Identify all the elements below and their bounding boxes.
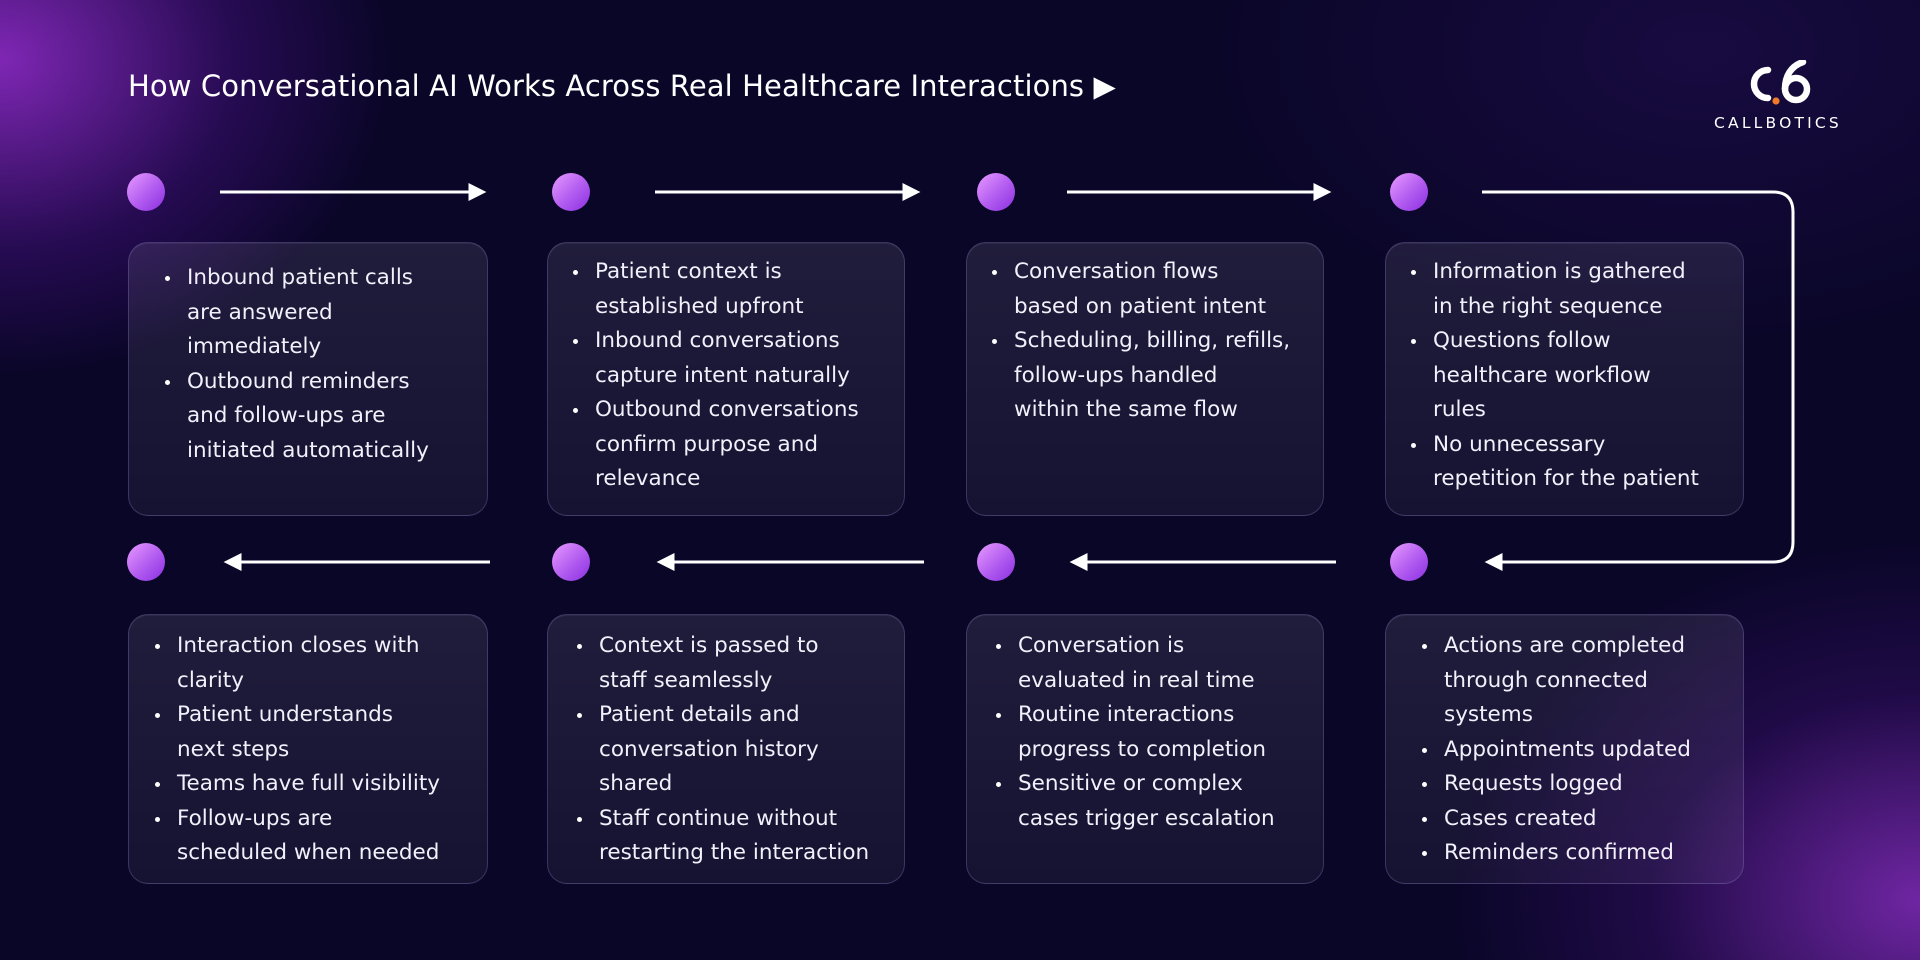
- bullet: Questions follow: [1407, 324, 1743, 359]
- bullet: Follow-ups are: [151, 802, 487, 837]
- step-4-card: Information is gathered in the right seq…: [1385, 242, 1744, 516]
- bullet-continued: cases trigger escalation: [1018, 805, 1275, 831]
- bullet: Outbound conversations: [569, 393, 904, 428]
- bullet: Teams have full visibility: [151, 767, 487, 802]
- bullet-continued: restarting the interaction: [599, 840, 870, 865]
- bullet-continued: confirm purpose and: [595, 431, 819, 457]
- bullet: Requests logged: [1418, 767, 1743, 802]
- bullet: Conversation is: [992, 629, 1323, 664]
- logo-accent-dot: [1772, 97, 1780, 105]
- bullet: Actions are completed: [1418, 629, 1743, 664]
- bullet-continued: follow-ups handled: [1014, 362, 1218, 388]
- bullet: Reminders confirmed: [1418, 836, 1743, 871]
- logo-wordmark: CALLBOTICS: [1714, 114, 1842, 132]
- step-1-dot: [127, 173, 165, 211]
- bullet: Conversation flows: [988, 255, 1323, 290]
- bullet-continued: within the same flow: [1014, 397, 1238, 422]
- bullet: Inbound patient calls: [161, 261, 487, 296]
- bullet: Context is passed to: [573, 629, 904, 664]
- bullet-continued: immediately: [187, 334, 322, 359]
- bullet: Appointments updated: [1418, 733, 1743, 768]
- page-title: How Conversational AI Works Across Real …: [128, 69, 1116, 103]
- bullet-continued: staff seamlessly: [599, 667, 773, 693]
- step-5-card: Actions are completed through connected …: [1385, 614, 1744, 884]
- step-6-dot: [977, 543, 1015, 581]
- step-8-dot: [127, 543, 165, 581]
- c6-logo-icon: [1750, 60, 1811, 105]
- bullet: Patient understands: [151, 698, 487, 733]
- bullet: Routine interactions: [992, 698, 1323, 733]
- bullet: Inbound conversations: [569, 324, 904, 359]
- step-4-dot: [1390, 173, 1428, 211]
- bullet-continued: scheduled when needed: [177, 840, 440, 865]
- bullet-continued: healthcare workflow: [1433, 362, 1651, 388]
- step-1-card: Inbound patient calls are answered immed…: [128, 242, 488, 516]
- bullet-continued: clarity: [177, 667, 244, 693]
- step-2-card: Patient context is established upfront I…: [547, 242, 905, 516]
- bullet: Information is gathered: [1407, 255, 1743, 290]
- bullet-continued: conversation history: [599, 736, 819, 762]
- bullet-continued: and follow-ups are: [187, 403, 386, 428]
- step-7-dot: [552, 543, 590, 581]
- step-2-dot: [552, 173, 590, 211]
- bullet-continued: based on patient intent: [1014, 293, 1267, 319]
- bullet-continued: in the right sequence: [1433, 293, 1663, 319]
- bullet: No unnecessary: [1407, 428, 1743, 463]
- bullet-continued: established upfront: [595, 293, 804, 319]
- bullet: Patient context is: [569, 255, 904, 290]
- bullet: Cases created: [1418, 802, 1743, 837]
- bullet-continued: shared: [599, 771, 673, 796]
- bullet: Patient details and: [573, 698, 904, 733]
- bullet: Interaction closes with: [151, 629, 487, 664]
- bullet-continued: through connected: [1444, 667, 1648, 693]
- step-8-card: Interaction closes with clarity Patient …: [128, 614, 488, 884]
- bullet-continued: capture intent naturally: [595, 362, 850, 388]
- bullet-continued: relevance: [595, 466, 701, 491]
- bullet-continued: systems: [1444, 702, 1533, 727]
- bullet: Outbound reminders: [161, 365, 487, 400]
- bullet: Scheduling, billing, refills,: [988, 324, 1323, 359]
- step-3-dot: [977, 173, 1015, 211]
- callbotics-logo: CALLBOTICS: [1688, 60, 1868, 140]
- bullet-continued: rules: [1433, 397, 1486, 422]
- bullet-continued: evaluated in real time: [1018, 667, 1255, 693]
- step-5-dot: [1390, 543, 1428, 581]
- bullet: Staff continue without: [573, 802, 904, 837]
- bullet-continued: are answered: [187, 299, 333, 325]
- bullet-continued: repetition for the patient: [1433, 466, 1699, 491]
- step-7-card: Context is passed to staff seamlessly Pa…: [547, 614, 905, 884]
- step-6-card: Conversation is evaluated in real time R…: [966, 614, 1324, 884]
- bullet-continued: progress to completion: [1018, 736, 1267, 762]
- bullet-continued: next steps: [177, 736, 290, 762]
- bullet: Sensitive or complex: [992, 767, 1323, 802]
- bullet-continued: initiated automatically: [187, 437, 429, 463]
- step-3-card: Conversation flows based on patient inte…: [966, 242, 1324, 516]
